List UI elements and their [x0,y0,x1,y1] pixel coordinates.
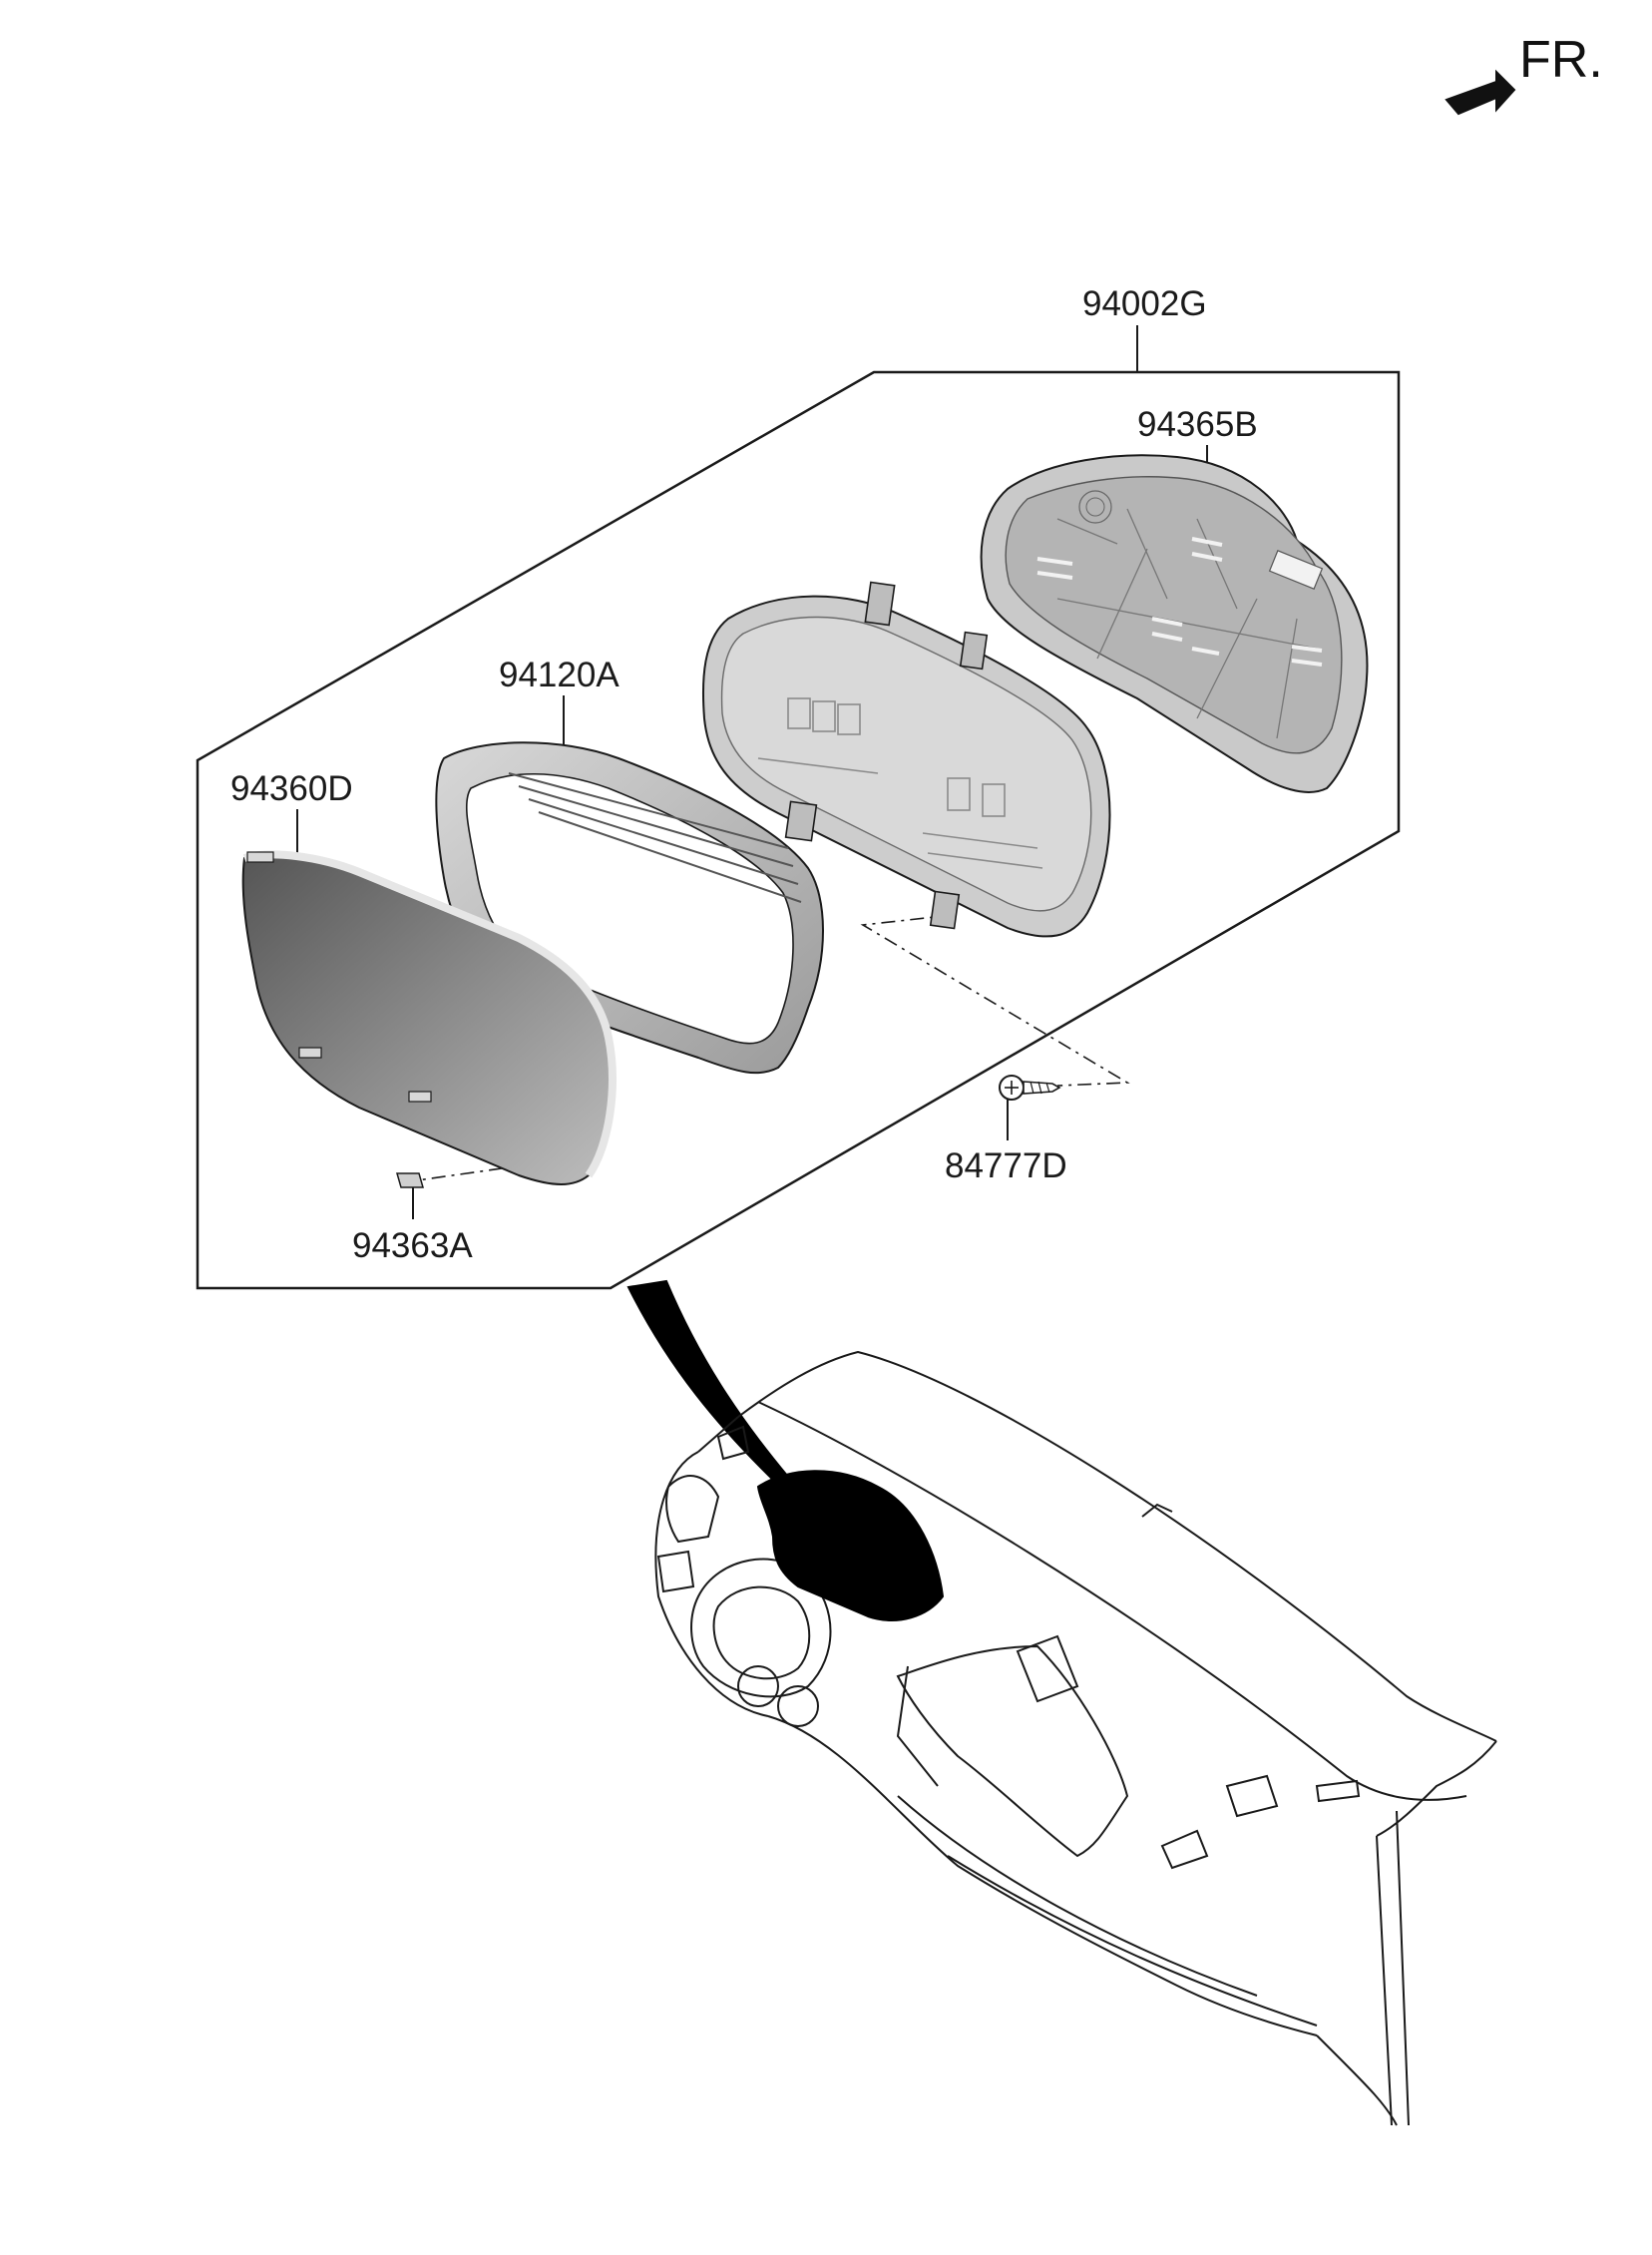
assembly-lines [402,914,1130,1183]
callout-94365B: 94365B [1137,405,1258,444]
callout-84777D: 84777D [945,1146,1067,1185]
cluster-location-highlight [756,1470,945,1621]
cluster-segment-digits [757,697,1043,869]
clip-part [396,1172,424,1188]
window-lens-part [241,850,617,1185]
dashboard-illustration [654,1350,1497,2126]
front-arrow-icon [1445,69,1516,116]
screw-part [999,1075,1061,1101]
callout-94120A: 94120A [499,656,620,694]
bezel-ribs [508,772,802,903]
front-label: FR. [1519,31,1603,89]
front-direction-indicator: FR. [1445,31,1603,116]
cluster-body-part [701,581,1111,938]
rear-cover-slots [1036,537,1323,667]
assembly-outline [196,370,1401,1290]
callout-94360D: 94360D [230,769,353,808]
location-arrow-icon [626,1279,790,1487]
callout-94363A: 94363A [352,1226,473,1265]
callout-94002G: 94002G [1082,284,1207,323]
rear-cover-part [980,454,1369,793]
